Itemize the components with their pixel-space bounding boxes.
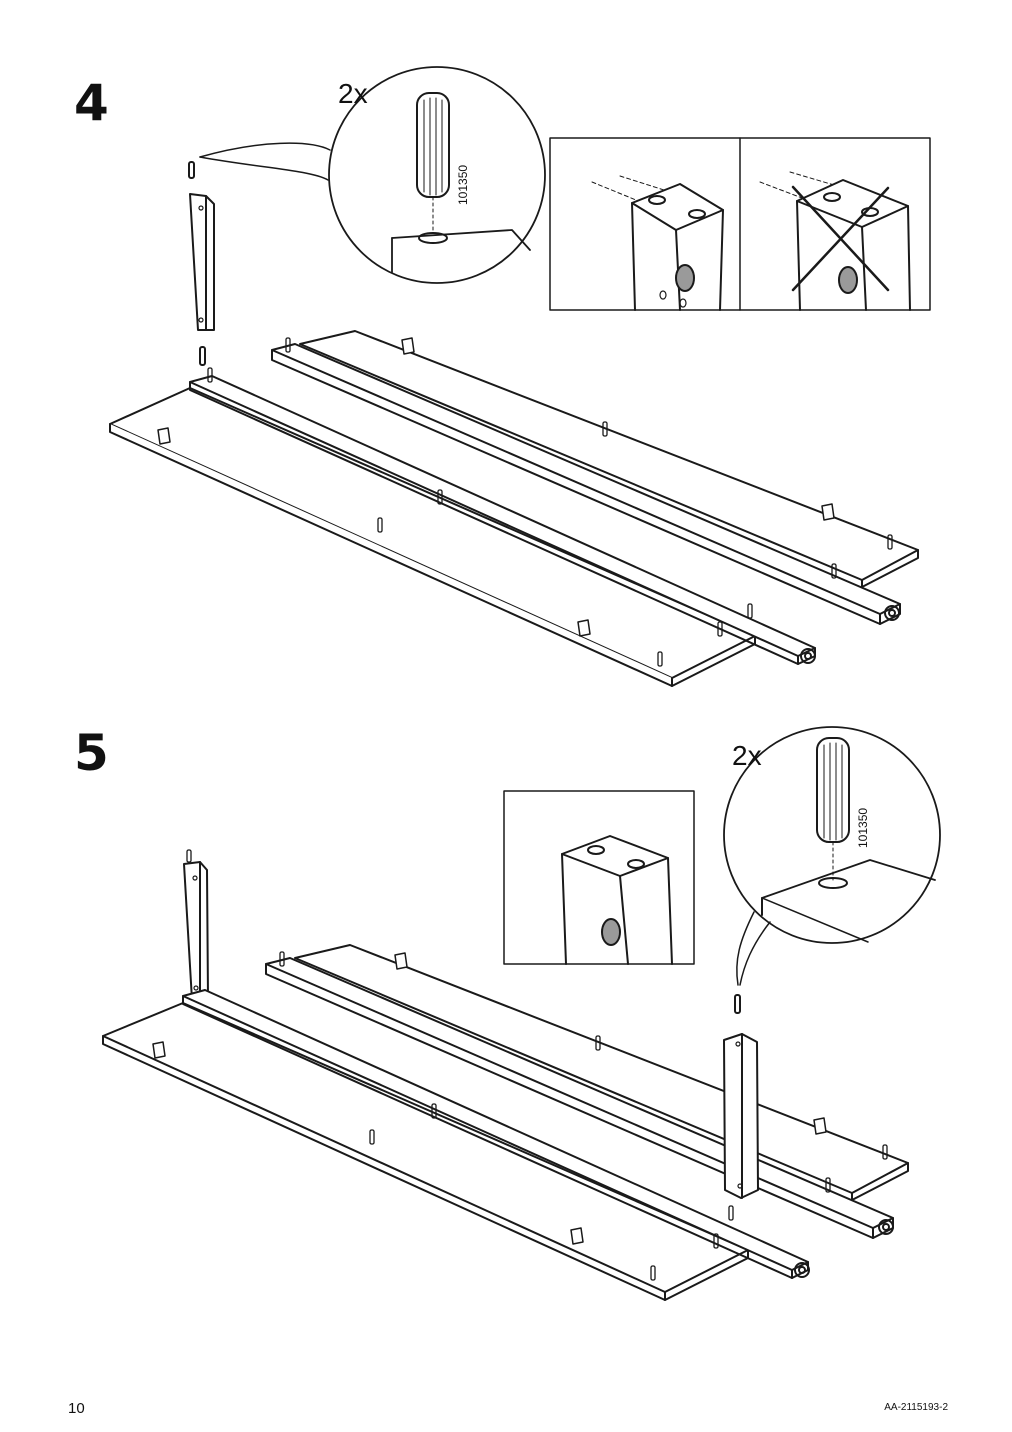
step-4-dowel-callout [199, 66, 546, 284]
step-5-leg-left [183, 849, 209, 1001]
step-5-part-code: 101350 [856, 808, 870, 848]
step-4-quantity: 2x [338, 78, 368, 109]
step-4-front-panel [109, 367, 816, 687]
document-code: AA-2115193-2 [884, 1402, 948, 1413]
step-4-leg-post [188, 161, 215, 366]
wooden-dowel-icon [416, 92, 450, 233]
step-5-orientation-panel [503, 790, 695, 965]
step-4-number: 4 [74, 74, 109, 132]
step-5-front-panel [102, 989, 810, 1301]
wooden-dowel-icon [816, 737, 850, 881]
step-5-dowel-callout [723, 726, 941, 986]
page-number: 10 [68, 1400, 85, 1417]
step-4-orientation-panel [549, 137, 931, 311]
step-5-number: 5 [74, 724, 109, 782]
step-4-back-panel [271, 330, 919, 625]
step-4-part-code: 101350 [456, 165, 470, 205]
step-5-quantity: 2x [732, 740, 762, 771]
step-5-leg-right [723, 994, 759, 1221]
